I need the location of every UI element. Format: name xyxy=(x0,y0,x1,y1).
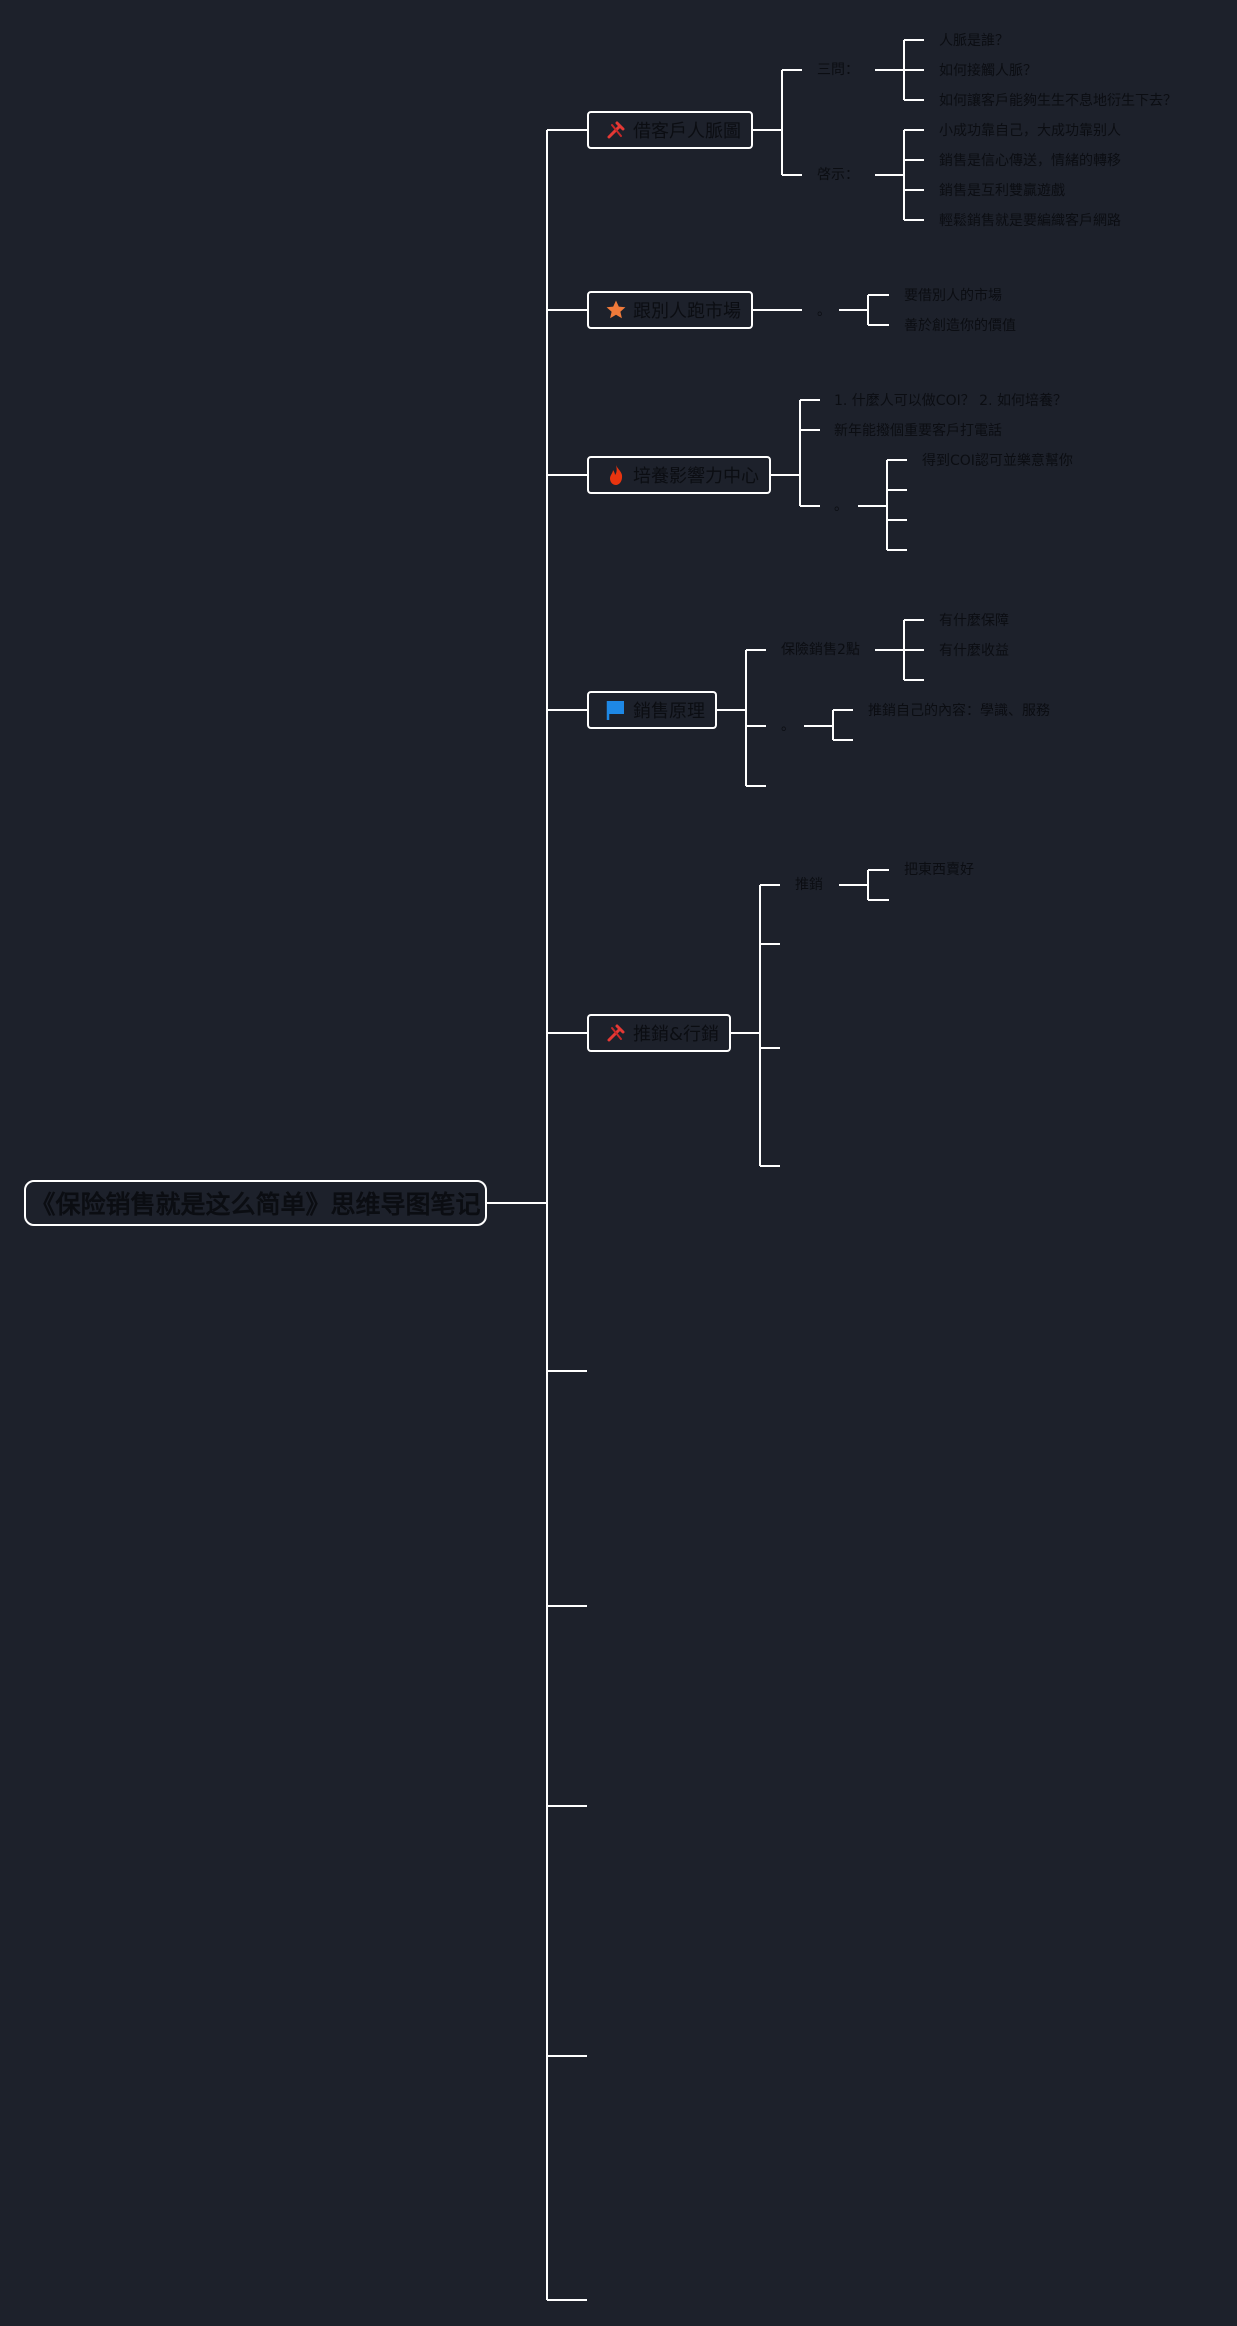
leaf-item[interactable]: 把東西賣好 xyxy=(904,862,974,878)
flag-icon xyxy=(605,699,627,721)
root-topic[interactable]: 《保险销售就是这么简单》思维导图笔记 xyxy=(24,1180,487,1226)
fire-icon xyxy=(605,464,627,486)
leaf-item[interactable]: 1. 什麼人可以做COI？ 2. 如何培養？ xyxy=(834,393,1067,409)
branch-influence-center[interactable]: 培養影響力中心 xyxy=(587,456,771,494)
leaf-item[interactable]: 新年能撥個重要客戶打電話 xyxy=(834,423,1002,439)
leaf-item[interactable]: 如何接觸人脈？ xyxy=(939,63,1037,79)
leaf-item[interactable]: 得到COI認可並樂意幫你 xyxy=(922,453,1073,469)
leaf-item[interactable]: 小成功靠自己，大成功靠别人 xyxy=(939,123,1121,139)
leaf-item[interactable]: 輕鬆銷售就是要編織客戶網路 xyxy=(939,213,1121,229)
group-label[interactable]: 。 xyxy=(817,303,831,319)
group-label[interactable]: 。 xyxy=(781,718,795,734)
branch-label: 培養影響力中心 xyxy=(633,466,759,487)
tools-icon xyxy=(605,119,627,141)
leaf-item[interactable]: 銷售是互利雙贏遊戲 xyxy=(939,183,1065,199)
branch-label: 跟別人跑市場 xyxy=(633,301,741,322)
root-title: 《保险销售就是这么简单》思维导图笔记 xyxy=(30,1190,481,1219)
tools-icon xyxy=(605,1022,627,1044)
group-label[interactable]: 推銷 xyxy=(795,877,823,893)
leaf-item[interactable]: 銷售是信心傳送，情緒的轉移 xyxy=(939,153,1121,169)
leaf-item[interactable]: 有什麼收益 xyxy=(939,643,1009,659)
branch-label: 推銷&行銷 xyxy=(633,1024,720,1045)
group-label[interactable]: 啓示： xyxy=(817,167,859,183)
branch-label: 銷售原理 xyxy=(633,701,705,722)
branch-selling-marketing[interactable]: 推銷&行銷 xyxy=(587,1014,731,1052)
leaf-item[interactable]: 有什麼保障 xyxy=(939,613,1009,629)
branch-sales-principle[interactable]: 銷售原理 xyxy=(587,691,717,729)
branch-label: 借客戶人脈圖 xyxy=(633,121,741,142)
group-label[interactable]: 保險銷售2點 xyxy=(781,642,860,658)
star-icon xyxy=(605,299,627,321)
branch-follow-market[interactable]: 跟別人跑市場 xyxy=(587,291,753,329)
group-label[interactable]: 三問： xyxy=(817,62,859,78)
leaf-item[interactable]: 人脈是誰？ xyxy=(939,33,1009,49)
leaf-item[interactable]: 推銷自己的內容：學識、服務 xyxy=(868,703,1050,719)
leaf-item[interactable]: 如何讓客戶能夠生生不息地衍生下去？ xyxy=(939,93,1177,109)
group-label[interactable]: 。 xyxy=(834,498,848,514)
leaf-item[interactable]: 善於創造你的價值 xyxy=(904,318,1016,334)
leaf-item[interactable]: 要借別人的市場 xyxy=(904,288,1002,304)
branch-client-network[interactable]: 借客戶人脈圖 xyxy=(587,111,753,149)
